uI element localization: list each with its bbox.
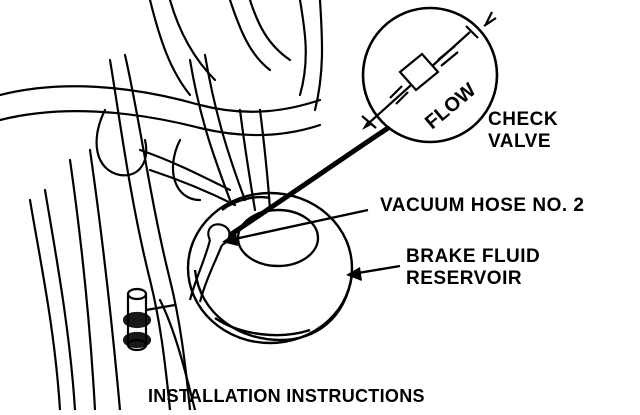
brake-fluid-label-line1: BRAKE FLUID (406, 246, 540, 267)
check-valve-label-line2: VALVE (488, 131, 551, 152)
vacuum-hose-label: VACUUM HOSE NO. 2 (380, 195, 585, 216)
check-valve-hose (228, 125, 390, 238)
hose-fitting (122, 287, 176, 352)
flow-inlet-arrow (483, 11, 497, 27)
hose-bundle (0, 0, 324, 412)
check-valve-callout: FLOW (361, 6, 499, 144)
brake-fluid-reservoir (186, 191, 354, 345)
diagram-caption: INSTALLATION INSTRUCTIONS (148, 386, 425, 406)
vacuum-hose-leader (229, 208, 369, 242)
brake-fluid-label-line2: RESERVOIR (406, 268, 522, 289)
vacuum-hose-arrowhead (222, 232, 238, 246)
flow-direction-arrow (362, 120, 373, 130)
reservoir-arrowhead (346, 267, 362, 281)
check-valve-label-line1: CHECK (488, 109, 558, 130)
